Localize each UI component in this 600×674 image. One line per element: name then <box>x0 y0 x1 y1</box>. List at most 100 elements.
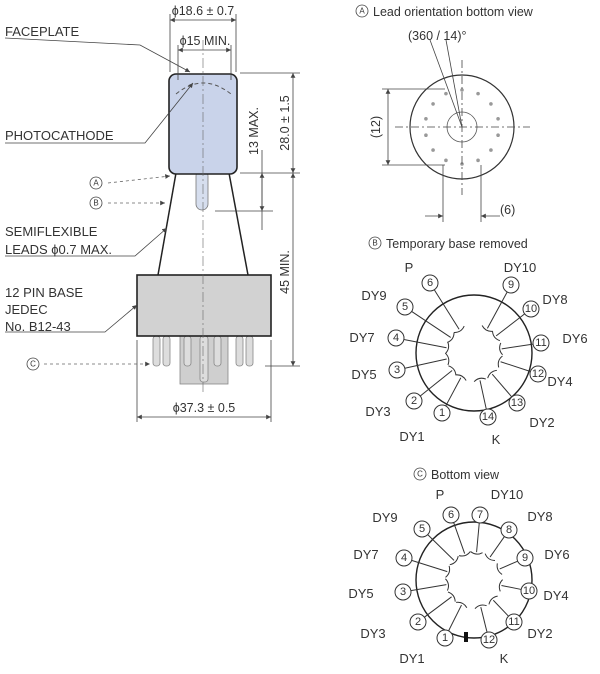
base-pins <box>152 335 254 385</box>
tube-base <box>136 274 272 337</box>
pin-k: 12K <box>474 604 509 666</box>
view-a-dim-6: (6) <box>500 203 515 217</box>
pin-number-circle <box>436 629 454 647</box>
pin-number: 3 <box>400 586 406 598</box>
pin-dy8: 8 DY8 <box>484 509 553 562</box>
tube-outline <box>136 40 272 395</box>
pin-label: DY7 <box>353 547 378 562</box>
pin-label: DY2 <box>529 415 554 430</box>
pin-number-circle <box>500 521 518 539</box>
electrode-icon <box>445 565 451 578</box>
pin-label: DY6 <box>544 547 569 562</box>
pin-number: 4 <box>401 552 407 564</box>
pin-number-circle <box>522 300 540 318</box>
lead-dots <box>424 88 500 166</box>
electrode-icon <box>445 352 450 366</box>
lead-dot <box>431 102 435 106</box>
pin-p: 6P <box>405 260 465 333</box>
pin-label: K <box>492 432 501 447</box>
pin-number: 3 <box>394 364 400 376</box>
pin-number: 2 <box>411 395 417 407</box>
pin-label: DY9 <box>361 288 386 303</box>
pin-number-circle <box>479 408 497 426</box>
pin-label: DY8 <box>527 509 552 524</box>
pin-k: 14K <box>473 377 501 447</box>
electrode-icon <box>496 563 503 575</box>
faceplate-label: FACEPLATE <box>5 24 80 39</box>
electrode-icon <box>487 369 497 379</box>
pin-label: DY7 <box>349 330 374 345</box>
electrode-icon <box>458 551 471 557</box>
pin-label: P <box>436 487 445 502</box>
electrode-icon <box>448 365 457 376</box>
pin-label: DY8 <box>542 292 567 307</box>
marker-leaders <box>44 174 171 367</box>
pin-number-circle <box>394 583 412 601</box>
view-a-angle: (360 / 14)° <box>408 29 467 43</box>
pin-number-circle <box>480 631 498 649</box>
dim-outer-diameter: ϕ18.6 ± 0.7 <box>172 4 235 18</box>
lead-dot <box>424 133 428 138</box>
marker-b: B <box>89 196 103 210</box>
leads-label-1: SEMIFLEXIBLE <box>5 224 98 239</box>
electrode-icon <box>454 325 465 333</box>
pin-number-circle <box>409 613 427 631</box>
view-a-dim-12: (12) <box>369 116 383 138</box>
pin-dy6: 9 DY6 <box>496 547 570 575</box>
pin-number-circle <box>395 549 413 567</box>
pin-number: 9 <box>522 552 528 564</box>
pin-label: DY3 <box>365 404 390 419</box>
pin-number-circle <box>529 365 547 383</box>
svg-text:A: A <box>359 7 365 16</box>
pin-number-circle <box>405 392 423 410</box>
view-b-temporary-base-removed: B Temporary base removed 1DY12DY33DY54DY… <box>349 236 588 447</box>
electrode-icon <box>481 325 493 332</box>
pin-label: DY6 <box>562 331 587 346</box>
lead-dot <box>496 133 500 138</box>
pin-number-circle <box>505 613 523 631</box>
dim-leads: 45 MIN. <box>278 250 292 294</box>
pin-number: 13 <box>511 397 523 409</box>
view-a-title: Lead orientation bottom view <box>373 5 534 19</box>
base-label-2: JEDEC <box>5 302 48 317</box>
marker-c: C <box>26 357 40 371</box>
pin-label: K <box>500 651 509 666</box>
marker-a: A <box>89 176 103 190</box>
base-key-mark <box>464 632 468 642</box>
electrode-icon <box>455 374 467 381</box>
electrode-icon <box>447 591 456 602</box>
pin-number: 8 <box>506 524 512 536</box>
pin-number-circle <box>387 329 405 347</box>
pin-label: DY5 <box>351 367 376 382</box>
svg-text:C: C <box>417 470 423 479</box>
electrode-icon <box>470 551 483 555</box>
pin-number-circle <box>516 549 534 567</box>
dim-stem: 13 MAX. <box>247 107 261 155</box>
exhaust-tip <box>195 169 209 211</box>
svg-text:B: B <box>372 239 377 248</box>
pin-number-circle <box>502 276 520 294</box>
svg-text:C: C <box>30 360 36 369</box>
svg-text:A: A <box>93 179 99 188</box>
electrode-icon <box>456 601 468 608</box>
view-c-title: Bottom view <box>431 468 500 482</box>
pin-label: DY2 <box>527 626 552 641</box>
callout-leaders <box>4 37 194 333</box>
electrode-icon <box>447 332 455 343</box>
pin-number: 7 <box>477 509 483 521</box>
dimension-lines <box>136 14 300 422</box>
lead-dot <box>489 102 493 106</box>
pin-number-circle <box>396 298 414 316</box>
base-label-1: 12 PIN BASE <box>5 285 83 300</box>
